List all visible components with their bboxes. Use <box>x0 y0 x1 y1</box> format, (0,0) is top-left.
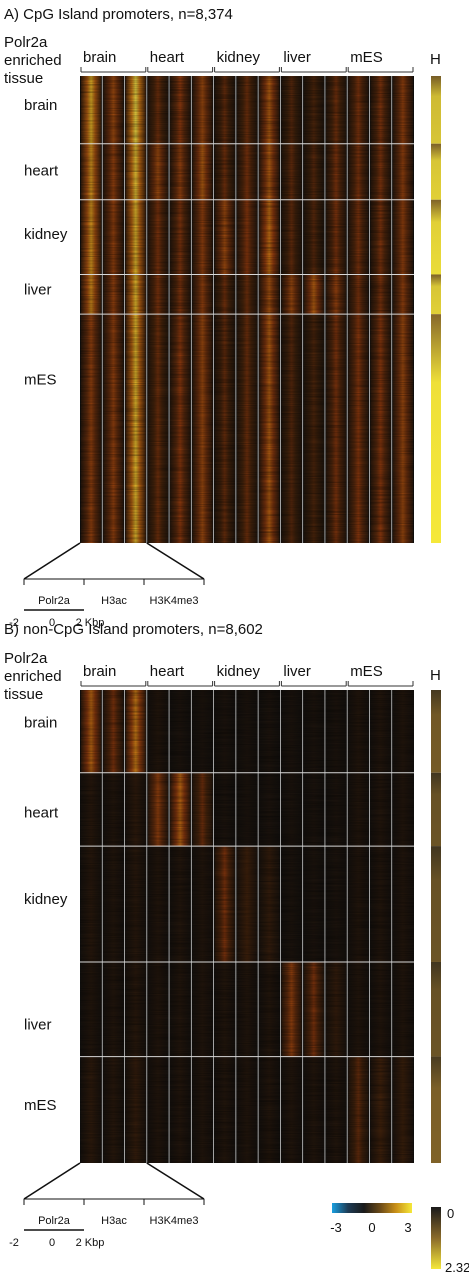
column-group-label: liver <box>283 663 311 680</box>
entropy-bar-segment <box>431 314 441 543</box>
column-group-bracket <box>147 67 214 73</box>
column-group-bracket <box>214 67 280 73</box>
row-group-label: liver <box>24 1016 52 1033</box>
row-group-label: liver <box>24 281 52 298</box>
zoom-axis-tick: 0 <box>49 617 55 629</box>
column-group-label: kidney <box>217 49 261 66</box>
color-scale-legend: -3 0 3 <box>330 1203 412 1235</box>
entropy-bar-segment <box>431 690 441 773</box>
entropy-scale-bar <box>431 1207 441 1269</box>
column-group-bracket <box>280 681 347 687</box>
panel-b-entropy-label: H <box>430 667 441 684</box>
panel-a: A) CpG Island promoters, n=8,374 Polr2a … <box>4 6 441 629</box>
panel-b-row-header-1: Polr2a <box>4 650 48 667</box>
column-group-label: brain <box>83 49 116 66</box>
column-group-bracket <box>80 681 147 687</box>
zoom-mark-label: H3ac <box>101 595 127 607</box>
panel-b-column-headers: brain heart kidney liver mES <box>80 663 414 687</box>
zoom-axis-tick: 2 Kbp <box>76 1237 105 1249</box>
panel-b-entropy-bar <box>431 690 441 1163</box>
panel-b-title: B) non-CpG Island promoters, n=8,602 <box>4 621 263 638</box>
column-group-bracket <box>214 681 280 687</box>
column-group-label: kidney <box>217 663 261 680</box>
entropy-bar-segment <box>431 961 441 1057</box>
zoom-axis-tick: -2 <box>9 617 19 629</box>
column-group-label: heart <box>150 49 185 66</box>
zoom-lines <box>23 542 205 580</box>
color-scale-tick-mid: 0 <box>368 1220 375 1235</box>
panel-a-zoom-key: Polr2a H3ac H3K4me3 -2 0 2 Kbp <box>9 542 205 629</box>
heatmap-texture <box>80 76 414 543</box>
heatmap-texture <box>80 690 414 1163</box>
column-group-label: brain <box>83 663 116 680</box>
panel-a-row-header-1: Polr2a <box>4 34 48 51</box>
entropy-scale-tick-min: 0 <box>447 1206 454 1221</box>
panel-a-title: A) CpG Island promoters, n=8,374 <box>4 6 233 23</box>
zoom-mark-label: Polr2a <box>38 595 71 607</box>
row-group-label: brain <box>24 714 57 731</box>
column-group-label: heart <box>150 663 185 680</box>
row-group-label: brain <box>24 97 57 114</box>
column-group-label: mES <box>350 49 383 66</box>
zoom-mark-label: H3ac <box>101 1215 127 1227</box>
zoom-lines <box>23 1162 205 1200</box>
zoom-mark-label: H3K4me3 <box>150 595 199 607</box>
entropy-bar-segment <box>431 846 441 962</box>
entropy-scale-legend: 0 2.32 <box>431 1206 469 1275</box>
row-group-label: kidney <box>24 226 68 243</box>
zoom-axis-tick: 2 Kbp <box>76 617 105 629</box>
panel-a-heatmap <box>80 76 414 543</box>
panel-a-entropy-bar <box>431 76 441 543</box>
zoom-bracket <box>23 1198 205 1205</box>
row-group-label: kidney <box>24 891 68 908</box>
panel-b-heatmap <box>80 690 414 1163</box>
entropy-bar-segment <box>431 772 441 847</box>
entropy-bar-segment <box>431 199 441 275</box>
zoom-axis-tick: 0 <box>49 1237 55 1249</box>
panel-b-zoom-key: Polr2a H3ac H3K4me3 -2 0 2 Kbp <box>9 1162 205 1249</box>
zoom-mark-label: Polr2a <box>38 1215 71 1227</box>
panel-a-row-labels: brain heart kidney liver mES <box>24 97 68 389</box>
panel-a-row-header-3: tissue <box>4 70 43 87</box>
row-group-label: heart <box>24 804 59 821</box>
entropy-bar-segment <box>431 1056 441 1163</box>
column-group-bracket <box>347 67 414 73</box>
panel-b-row-labels: brain heart kidney liver mES <box>24 714 68 1113</box>
entropy-bar-segment <box>431 76 441 144</box>
panel-a-row-header-2: enriched <box>4 52 62 69</box>
entropy-scale-tick-max: 2.32 <box>445 1260 469 1275</box>
panel-b: B) non-CpG Island promoters, n=8,602 Pol… <box>4 621 441 1249</box>
zoom-mark-label: H3K4me3 <box>150 1215 199 1227</box>
column-group-bracket <box>347 681 414 687</box>
panel-a-column-headers: brain heart kidney liver mES <box>80 49 414 73</box>
column-group-bracket <box>80 67 147 73</box>
panel-b-row-header-3: tissue <box>4 686 43 703</box>
entropy-bar-segment <box>431 274 441 315</box>
column-group-bracket <box>280 67 347 73</box>
column-group-bracket <box>147 681 214 687</box>
row-group-label: heart <box>24 163 59 180</box>
color-scale-bar <box>332 1203 412 1213</box>
color-scale-tick-min: -3 <box>330 1220 342 1235</box>
row-group-label: mES <box>24 1097 57 1114</box>
panel-a-entropy-label: H <box>430 51 441 68</box>
column-group-label: liver <box>283 49 311 66</box>
color-scale-tick-max: 3 <box>404 1220 411 1235</box>
column-group-label: mES <box>350 663 383 680</box>
row-group-label: mES <box>24 372 57 389</box>
zoom-bracket <box>23 578 205 585</box>
zoom-axis-tick: -2 <box>9 1237 19 1249</box>
entropy-bar-segment <box>431 143 441 200</box>
panel-b-row-header-2: enriched <box>4 668 62 685</box>
